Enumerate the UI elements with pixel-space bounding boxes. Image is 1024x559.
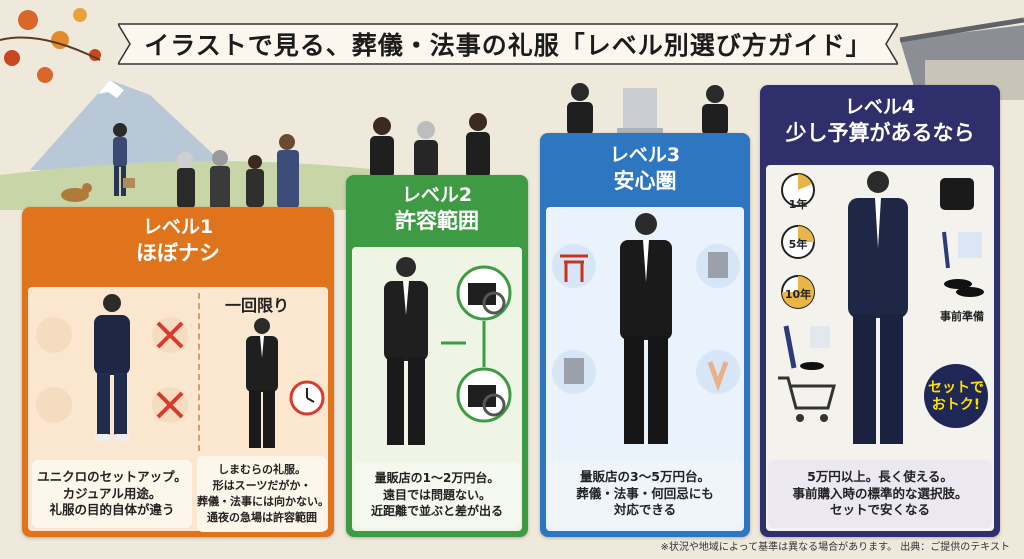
cheap-suit-illustration [246, 318, 325, 448]
people-illustration-level3 [567, 83, 728, 135]
level1-caption-right: しまむらの礼服。 形はスーツだがか・ 葬儀・法事には向かない。 通夜の急場は許容… [197, 456, 329, 532]
year-10-label: 10年 [784, 288, 812, 301]
premium-suit-illustration [778, 171, 988, 444]
level2-name: 許容範囲 [395, 209, 479, 233]
footnote: ※状況や地域によって基準は異なる場合があります。 出典：ご提供のテキスト [660, 542, 1010, 553]
casual-setup-illustration [36, 294, 188, 441]
people-illustration-level1 [61, 123, 299, 210]
standard-suit-illustration [552, 213, 740, 444]
advance-prep-label: 事前準備 [940, 310, 984, 323]
level3-label: レベル3 [609, 144, 681, 166]
level4-name: 少し予算があるなら [785, 121, 975, 145]
title-banner [118, 23, 898, 65]
level1-name: ほぼナシ [136, 241, 220, 265]
level3-name: 安心圏 [613, 169, 677, 193]
level1-caption-left: ユニクロのセットアップ。 カジュアル用途。 礼服の目的自体が違う [32, 460, 192, 528]
people-illustration-level2 [370, 113, 490, 178]
level4-caption: 5万円以上。長く使える。 事前購入時の標準的な選択肢。 セットで安くなる [768, 460, 992, 528]
level4-label: レベル4 [844, 96, 916, 118]
year-1-label: 1年 [788, 198, 808, 211]
level1-label: レベル1 [142, 216, 214, 238]
maple-leaves [4, 8, 101, 83]
year-5-label: 5年 [788, 238, 808, 251]
page-title: イラストで見る、葬儀・法事の礼服「レベル別選び方ガイド」 [144, 31, 872, 60]
level3-caption: 量販店の3〜5万円台。 葬儀・法事・何回忌にも 対応できる [548, 460, 742, 528]
level2-label: レベル2 [401, 184, 473, 206]
once-only-label: 一回限り [225, 296, 290, 315]
level2-caption: 量販店の1〜2万円台。 遠目では問題ない。 近距離で並ぶと差が出る [354, 462, 520, 528]
set-discount-badge: セットで おトク! [928, 380, 984, 413]
budget-suit-illustration [384, 257, 512, 445]
